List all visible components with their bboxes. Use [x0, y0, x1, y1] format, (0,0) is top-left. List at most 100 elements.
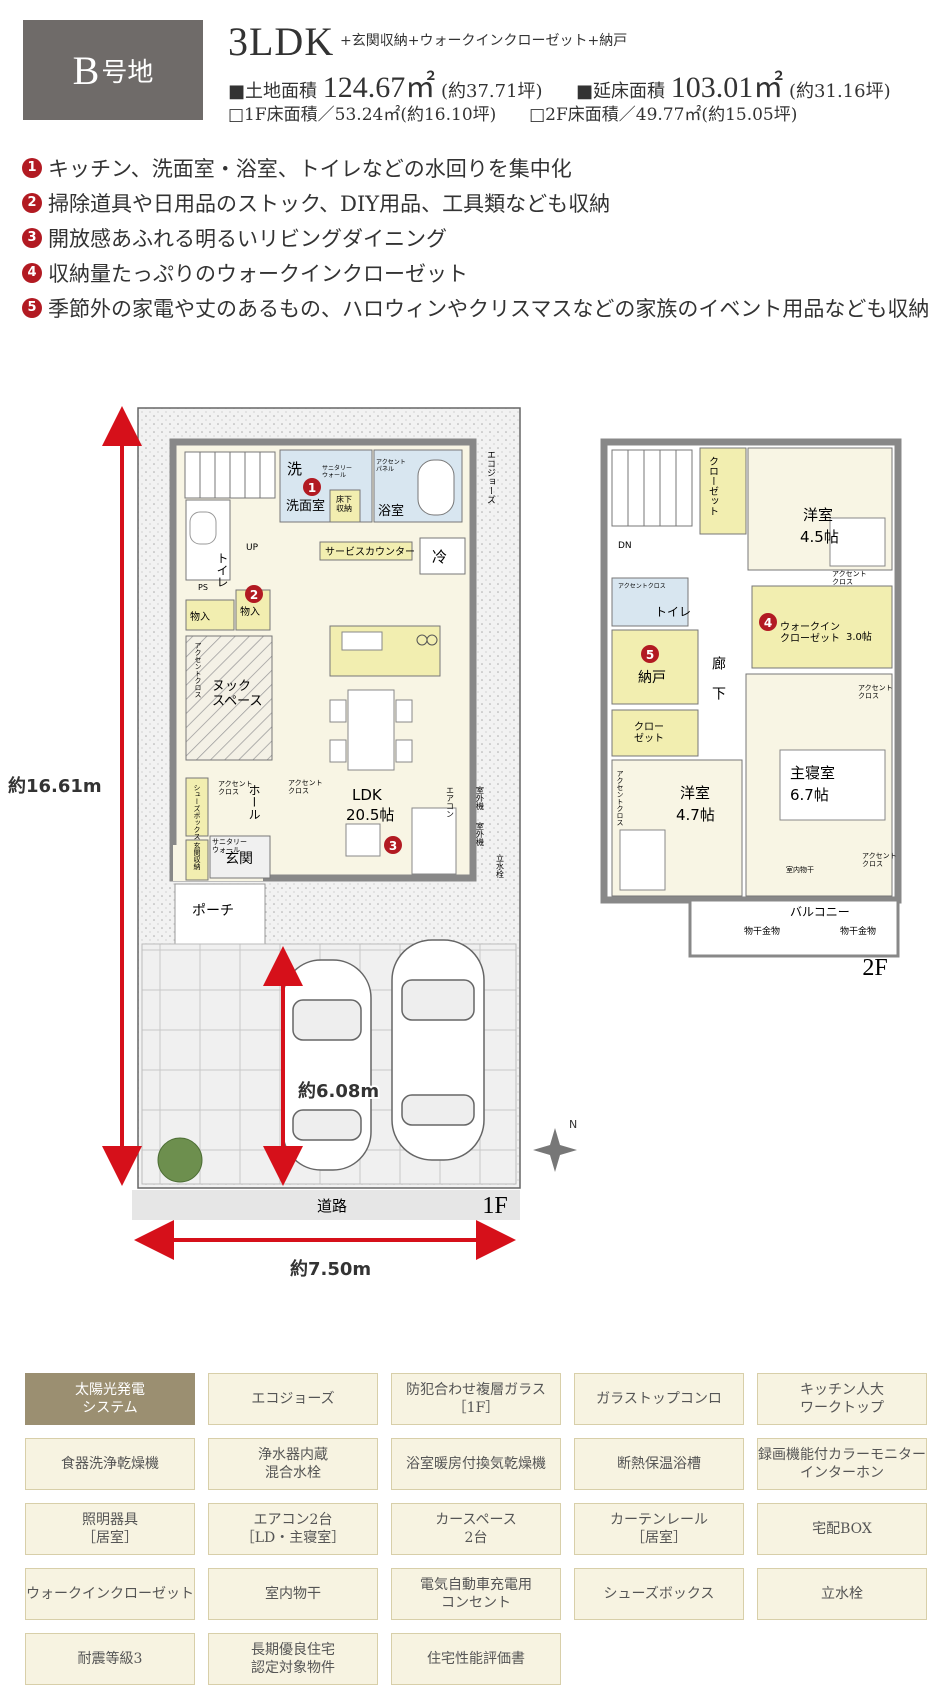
- floor-label-1f: 1F: [482, 1193, 507, 1219]
- feature-item: 2 掃除道具や日用品のストック、DIY用品、工具類なども収納: [22, 185, 929, 220]
- marker-5: 5: [641, 645, 659, 663]
- equipment-item: シューズボックス: [574, 1568, 744, 1620]
- area-row-floors: □1F床面積／53.24㎡(約16.10坪) □2F床面積／49.77㎡(約15…: [228, 100, 797, 125]
- washroom-label: 洗面室: [286, 498, 325, 514]
- stairs-1f: [184, 451, 276, 499]
- balcony: [688, 898, 900, 958]
- dining-table: [329, 689, 413, 771]
- accent-cross-label-1: アクセントクロス: [194, 642, 202, 698]
- equipment-item: 食器洗浄乾燥機: [25, 1438, 195, 1490]
- western-room-1-label: 洋室: [803, 506, 833, 524]
- bed-icon: [829, 517, 886, 567]
- equipment-item: カーテンレール ［居室］: [574, 1503, 744, 1555]
- equipment-item: 浄水器内蔵 混合水栓: [208, 1438, 378, 1490]
- feature-item: 5 季節外の家電や丈のあるもの、ハロウィンやクリスマスなどの家族のイベント用品など…: [22, 290, 929, 325]
- wash-mark: 洗: [287, 460, 302, 478]
- floor-area-value: 103.01㎡: [670, 71, 784, 104]
- accent-panel-label: アクセントパネル: [376, 459, 406, 473]
- water-tap-label: 立水栓: [496, 853, 505, 879]
- equipment-item: 浴室暖房付換気乾燥機: [391, 1438, 561, 1490]
- equipment-item: ウォークインクローゼット: [25, 1568, 195, 1620]
- equipment-item: 立水栓: [757, 1568, 927, 1620]
- marker-1: 1: [303, 478, 321, 496]
- nook-label: ヌックスペース: [212, 679, 262, 709]
- svg-text:N: N: [569, 1118, 577, 1131]
- aircon-label: エアコン: [446, 786, 455, 818]
- plan-type: 3LDK: [228, 19, 335, 64]
- lot-suffix: 号地: [101, 57, 154, 88]
- svg-text:5: 5: [646, 648, 654, 662]
- f2-area: □2F床面積／49.77㎡(約15.05坪): [529, 105, 798, 125]
- road-label: 道路: [317, 1197, 347, 1215]
- nando: [611, 629, 699, 705]
- shoes-box-label: シューズボックス: [193, 784, 201, 840]
- ps-label: PS: [198, 583, 208, 592]
- accent-cross-toilet: アクセントクロス: [618, 583, 666, 590]
- accent-cross-2f-4: アクセントクロス: [862, 852, 897, 868]
- feature-number: 5: [22, 297, 42, 318]
- equipment-item: 電気自動車充電用 コンセント: [391, 1568, 561, 1620]
- walk-in-closet: [751, 585, 893, 669]
- dryer-fixture-label-2: 物干金物: [840, 925, 876, 937]
- ldk-label: LDK: [352, 786, 383, 804]
- toilet-icon: [189, 511, 217, 545]
- fridge-label: 冷: [432, 548, 447, 566]
- feature-number: 2: [22, 192, 42, 213]
- balcony-label: バルコニー: [790, 905, 850, 919]
- equipment-item: カースペース 2台: [391, 1503, 561, 1555]
- up-label: UP: [246, 543, 259, 553]
- hall-label: ホール: [247, 784, 261, 820]
- toilet-label-1f: トイレ: [215, 552, 229, 588]
- closet-label-1: クローゼット: [707, 456, 719, 516]
- storage-label-2: 物入: [240, 605, 260, 618]
- svg-text:4: 4: [764, 616, 772, 630]
- service-counter-label: サービスカウンター: [325, 546, 415, 558]
- bathroom-label: 浴室: [378, 503, 404, 519]
- feature-number: 3: [22, 227, 42, 248]
- equipment-item: エコジョーズ: [208, 1373, 378, 1425]
- equipment-item: キッチン人大 ワークトップ: [757, 1373, 927, 1425]
- outdoor-unit-label-2: 室外機: [476, 821, 485, 847]
- sanitary-wall-label-2: サニタリーウォール: [212, 837, 247, 854]
- wic-label: ウォークインクローゼット: [780, 621, 840, 645]
- f1-area: □1F床面積／53.24㎡(約16.10坪): [228, 105, 497, 125]
- closet-2f-2: [611, 709, 699, 757]
- feature-text: 季節外の家電や丈のあるもの、ハロウィンやクリスマスなどの家族のイベント用品なども…: [48, 296, 930, 321]
- equipment-item: 録画機能付カラーモニター インターホン: [757, 1438, 927, 1490]
- outdoor-unit-label-1: 室外機: [476, 785, 485, 811]
- feature-text: 掃除道具や日用品のストック、DIY用品、工具類なども収納: [48, 191, 611, 216]
- indoor-dryer-label: 室内物干: [786, 865, 814, 874]
- sofa: [411, 807, 457, 875]
- equipment-item: 防犯合わせ複層ガラス ［1F］: [391, 1373, 561, 1425]
- nook-space: [185, 635, 273, 761]
- plan-extra: +玄関収納+ウォークインクローゼット+納戸: [340, 33, 628, 49]
- depth-label: 約16.61m: [8, 775, 102, 797]
- floor-area-label: ■延床面積: [576, 81, 666, 102]
- bed-icon: [619, 829, 666, 891]
- feature-text: キッチン、洗面室・浴室、トイレなどの水回りを集中化: [48, 156, 572, 181]
- toilet-2f: [611, 577, 689, 627]
- equipment-item: 宅配BOX: [757, 1503, 927, 1555]
- road: [132, 1190, 520, 1220]
- ecojoz-label: エコジョーズ: [485, 450, 496, 504]
- toilet-label-2f: トイレ: [655, 605, 691, 619]
- land-area-value: 124.67㎡: [322, 71, 436, 104]
- bathtub-icon: [417, 459, 455, 516]
- genkan-storage-label: 玄関収納: [193, 841, 201, 871]
- marker-4: 4: [759, 613, 777, 631]
- ldk-size: 20.5帖: [346, 806, 394, 824]
- accent-cross-2f-3: アクセントクロス: [616, 770, 624, 826]
- western-room-2-label: 洋室: [680, 784, 710, 802]
- stairs-2f: [611, 449, 693, 527]
- storage-label-1: 物入: [190, 610, 210, 623]
- equipment-item: 断熱保温浴槽: [574, 1438, 744, 1490]
- equipment-item: 室内物干: [208, 1568, 378, 1620]
- area-row-main: ■土地面積 124.67㎡ (約37.71坪) ■延床面積 103.01㎡ (約…: [228, 62, 891, 106]
- accent-cross-2f-1: アクセントクロス: [832, 570, 867, 586]
- equipment-item: 耐震等級3: [25, 1633, 195, 1685]
- accent-cross-label-3: アクセントクロス: [218, 780, 253, 796]
- land-area-tsubo: (約37.71坪): [440, 81, 543, 102]
- nando-label: 納戸: [638, 670, 666, 686]
- feature-number: 4: [22, 262, 42, 283]
